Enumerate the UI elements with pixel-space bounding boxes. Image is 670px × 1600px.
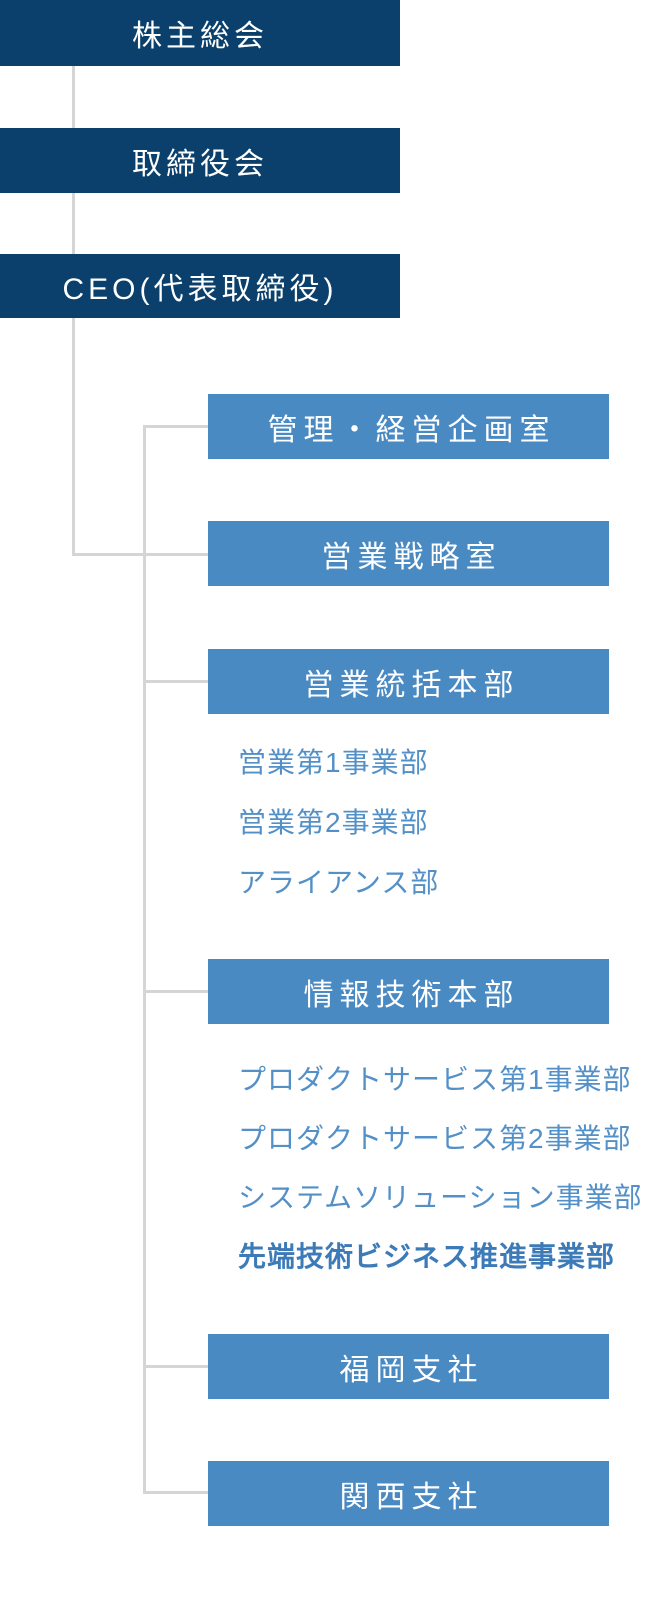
connector-to-fukuoka-branch [143,1365,208,1368]
node-alliance-dept: アライアンス部 [238,868,439,898]
node-label: 取締役会 [132,147,268,181]
sub-item-label: システムソリューション事業部 [238,1182,643,1213]
node-label: 営業戦略室 [321,540,502,574]
connector-ceo-to-sales-strategy [72,553,208,556]
node-product-service-div2: プロダクトサービス第2事業部 [238,1124,632,1154]
node-system-solution-div: システムソリューション事業部 [238,1183,643,1213]
node-label: 管理・経営企画室 [267,413,556,447]
sub-item-label: 先端技術ビジネス推進事業部 [238,1241,616,1272]
sub-item-label: アライアンス部 [238,867,440,898]
connector-ceo-drop [72,318,75,556]
connector-to-it-hq [143,990,208,993]
connector-to-sales-hq [143,680,208,683]
node-label: 株主総会 [132,20,268,53]
node-sales-div2: 営業第2事業部 [238,808,429,838]
connector-board-to-ceo [72,193,75,254]
node-label: CEO(代表取締役) [62,273,338,306]
node-ceo: CEO(代表取締役) [0,254,400,318]
node-product-service-div1: プロダクトサービス第1事業部 [238,1065,632,1095]
node-label: 関西支社 [339,1480,484,1514]
connector-to-admin-planning [143,425,208,428]
node-shareholders-meeting: 株主総会 [0,0,400,66]
sub-item-label: 営業第2事業部 [238,807,429,838]
node-label: 営業統括本部 [303,668,520,702]
node-label: 情報技術本部 [303,978,520,1012]
node-board-of-directors: 取締役会 [0,128,400,193]
connector-trunk [143,425,146,1494]
sub-item-label: 営業第1事業部 [238,747,429,778]
connector-to-kansai-branch [143,1491,208,1494]
node-advanced-tech-business-div: 先端技術ビジネス推進事業部 [238,1242,615,1272]
sub-item-label: プロダクトサービス第2事業部 [238,1123,632,1154]
node-fukuoka-branch: 福岡支社 [208,1334,609,1399]
node-kansai-branch: 関西支社 [208,1461,609,1526]
node-sales-div1: 営業第1事業部 [238,748,429,778]
node-admin-planning-office: 管理・経営企画室 [208,394,609,459]
sub-item-label: プロダクトサービス第1事業部 [238,1064,632,1095]
node-it-hq: 情報技術本部 [208,959,609,1024]
node-sales-general-hq: 営業統括本部 [208,649,609,714]
node-sales-strategy-office: 営業戦略室 [208,521,609,586]
connector-shareholders-to-board [72,66,75,128]
node-label: 福岡支社 [339,1353,484,1387]
